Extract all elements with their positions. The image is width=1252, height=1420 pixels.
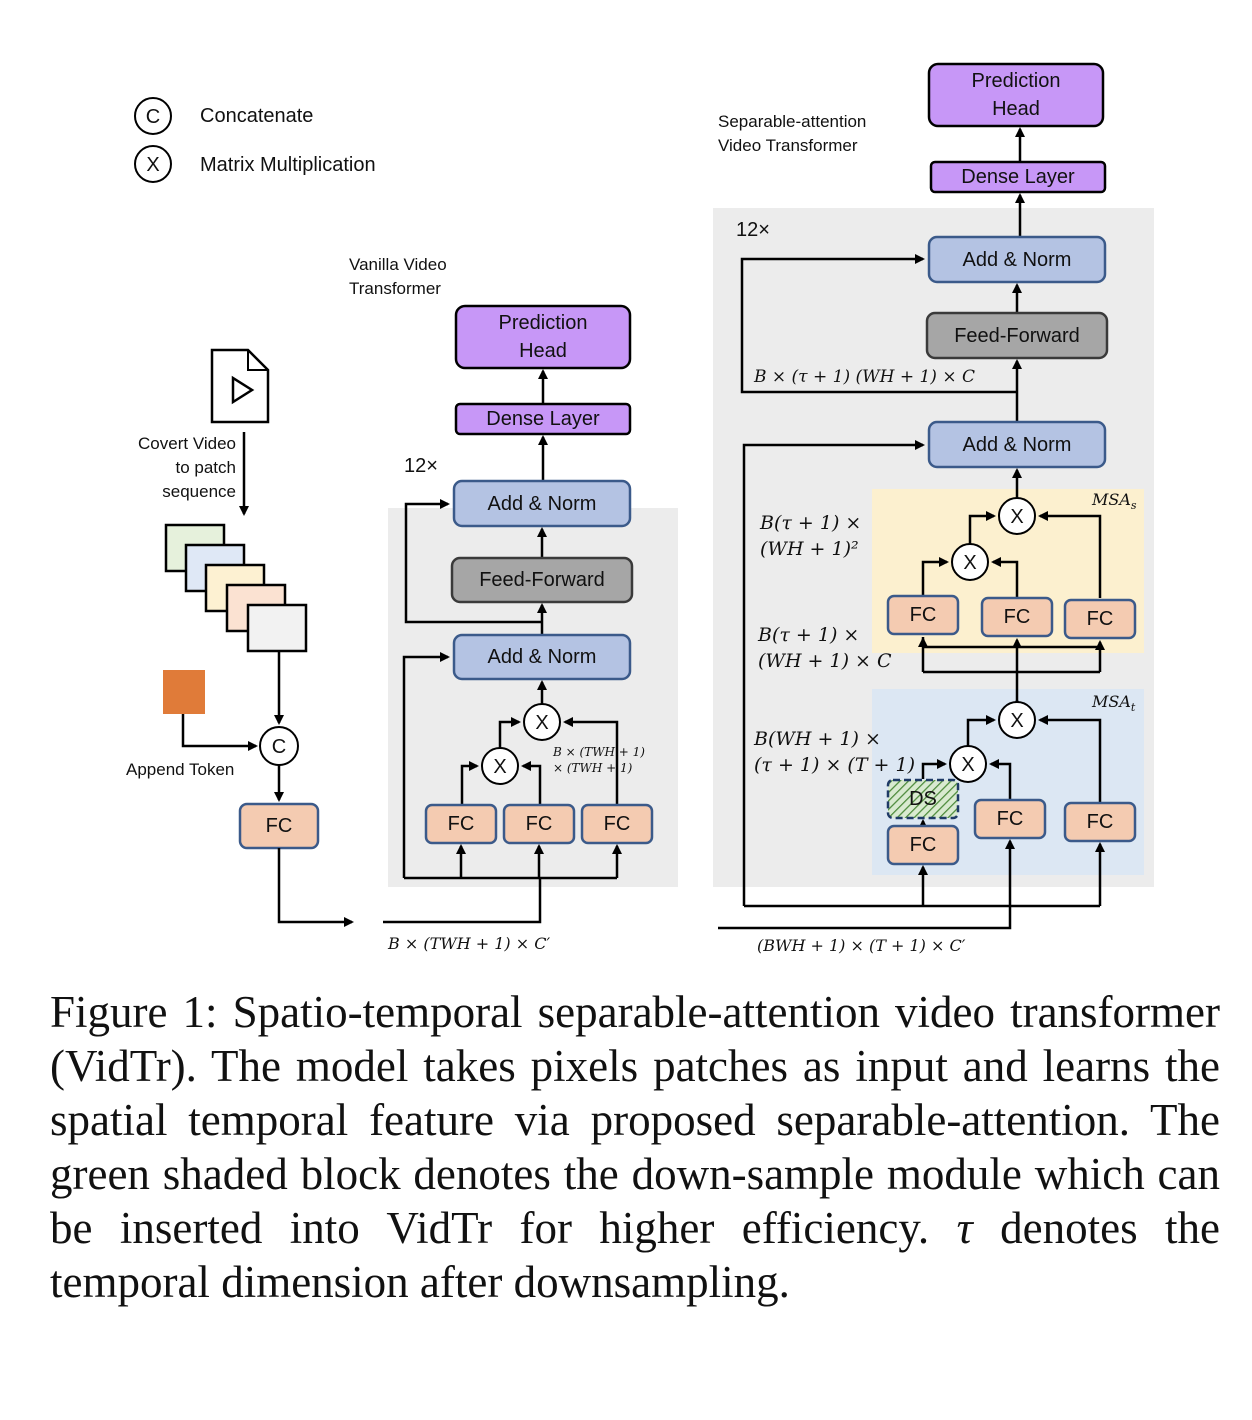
temporal-fc-3-label: FC (1087, 811, 1114, 833)
input-stage: Covert Video to patch sequence C Append … (126, 348, 354, 927)
separable-prediction-head (927, 62, 1105, 128)
vanilla-add-norm-bottom-label: Add & Norm (488, 646, 597, 668)
temporal-fc-1-label: FC (910, 834, 937, 856)
temporal-matmul-bottom: X (961, 754, 974, 776)
vanilla-feed-forward-label: Feed-Forward (479, 569, 605, 591)
concatenate-symbol-icon (134, 97, 172, 135)
vanilla-add-norm-top-label: Add & Norm (488, 493, 597, 515)
vanilla-dense-layer (454, 402, 632, 436)
spatial-matmul-top: X (1010, 506, 1023, 528)
input-fc-label: FC (266, 815, 293, 837)
temporal-attn-dim-1: B(WH + 1) × (753, 728, 881, 750)
vanilla-attn-dim-2: × (TWH + 1) (553, 761, 633, 775)
caption-text-1: Figure 1: Spatio-temporal separable-atte… (50, 987, 1220, 1253)
spatial-fc-1 (886, 594, 960, 636)
spatial-fc-2 (980, 596, 1054, 638)
spatial-attn-dim-1: B(τ + 1) × (759, 512, 861, 534)
spatial-fc-2-label: FC (1004, 606, 1031, 628)
separable-add-norm-top (927, 235, 1107, 284)
separable-ff-dim: B × (τ + 1) (WH + 1) × C (753, 367, 975, 387)
vanilla-prediction-head (454, 304, 632, 370)
vanilla-add-norm-top (452, 479, 632, 528)
downsample-block (886, 778, 960, 820)
separable-transformer: Separable-attention Video Transformer Pr… (713, 62, 1154, 955)
msa-t-label: MSAt (1091, 692, 1136, 714)
separable-add-norm-bottom (927, 420, 1107, 469)
separable-add-norm-bottom-label: Add & Norm (963, 434, 1072, 456)
separable-feed-forward-label: Feed-Forward (954, 325, 1080, 347)
vanilla-title-1: Vanilla Video (349, 255, 447, 274)
temporal-fc-2 (973, 798, 1047, 840)
spatial-in-dim-1: B(τ + 1) × (757, 624, 859, 646)
spatial-matmul-top-icon (998, 497, 1036, 535)
vanilla-fc-1-label: FC (448, 813, 475, 835)
vanilla-fc-1 (424, 803, 498, 845)
vanilla-feed-forward (450, 556, 634, 604)
temporal-fc-2-label: FC (997, 808, 1024, 830)
vanilla-input-dim: B × (TWH + 1) × C′ (387, 934, 550, 953)
figure-caption: Figure 1: Spatio-temporal separable-atte… (50, 985, 1220, 1309)
spatial-matmul-bottom: X (963, 552, 976, 574)
convert-label-1: Covert Video (138, 434, 236, 453)
temporal-attn-dim-2: (τ + 1) × (T + 1) (754, 754, 915, 776)
spatial-attn-dim-2: (WH + 1)² (760, 538, 859, 560)
vanilla-prediction-head-label-1: Prediction (499, 312, 588, 334)
architecture-diagram: C Concatenate X Matrix Multiplication Co… (126, 62, 1154, 955)
concatenate-op: C (272, 736, 286, 758)
caption-text-2: denotes the temporal dimension after dow… (50, 1203, 1221, 1307)
vanilla-fc-3 (580, 803, 654, 845)
patch-frames (164, 523, 308, 653)
separable-dense-layer-label: Dense Layer (961, 166, 1075, 188)
patch-frame (246, 603, 308, 653)
vanilla-transformer: Vanilla Video Transformer Prediction Hea… (349, 255, 678, 953)
temporal-fc-3 (1063, 801, 1137, 843)
spatial-fc-1-label: FC (910, 604, 937, 626)
video-file-icon (210, 348, 270, 424)
separable-title-1: Separable-attention (718, 112, 866, 131)
spatial-fc-3-label: FC (1087, 608, 1114, 630)
vanilla-dense-layer-label: Dense Layer (486, 408, 600, 430)
vanilla-fc-2 (502, 803, 576, 845)
vanilla-add-norm-bottom (452, 633, 632, 681)
convert-label-3: sequence (162, 482, 236, 501)
separable-repeat: 12× (736, 219, 770, 241)
separable-prediction-head-label-2: Head (992, 98, 1040, 120)
temporal-matmul-top-icon (998, 701, 1036, 739)
convert-label-2: to patch (176, 458, 237, 477)
temporal-matmul-top: X (1010, 710, 1023, 732)
vanilla-prediction-head-label-2: Head (519, 340, 567, 362)
separable-add-norm-top-label: Add & Norm (963, 249, 1072, 271)
spatial-fc-3 (1063, 598, 1137, 640)
matmul-symbol: X (146, 154, 159, 176)
matmul-symbol-icon (134, 145, 172, 183)
vanilla-attn-dim-1: B × (TWH + 1) (552, 745, 645, 759)
msa-s-label: MSAs (1091, 490, 1137, 512)
separable-feed-forward (925, 311, 1109, 360)
legend: C Concatenate X Matrix Multiplication (134, 97, 376, 183)
vanilla-fc-3-label: FC (604, 813, 631, 835)
separable-dense-layer (929, 160, 1107, 194)
append-token-label: Append Token (126, 760, 234, 779)
separable-title-2: Video Transformer (718, 136, 858, 155)
separable-input-dim: (BWH + 1) × (T + 1) × C′ (757, 936, 966, 955)
vanilla-matmul-top-icon (523, 703, 561, 741)
downsample-label: DS (909, 788, 937, 810)
caption-tau: τ (956, 1203, 973, 1253)
separable-prediction-head-label-1: Prediction (972, 70, 1061, 92)
append-token (163, 670, 205, 714)
vanilla-title-2: Transformer (349, 279, 441, 298)
vanilla-matmul-top: X (535, 712, 548, 734)
spatial-in-dim-2: (WH + 1) × C (758, 650, 892, 672)
vanilla-repeat: 12× (404, 455, 438, 477)
temporal-fc-1 (886, 824, 960, 866)
vanilla-fc-2-label: FC (526, 813, 553, 835)
concatenate-label: Concatenate (200, 105, 313, 127)
vanilla-matmul-bottom: X (493, 756, 506, 778)
concatenate-symbol: C (146, 106, 160, 128)
matmul-label: Matrix Multiplication (200, 154, 376, 176)
